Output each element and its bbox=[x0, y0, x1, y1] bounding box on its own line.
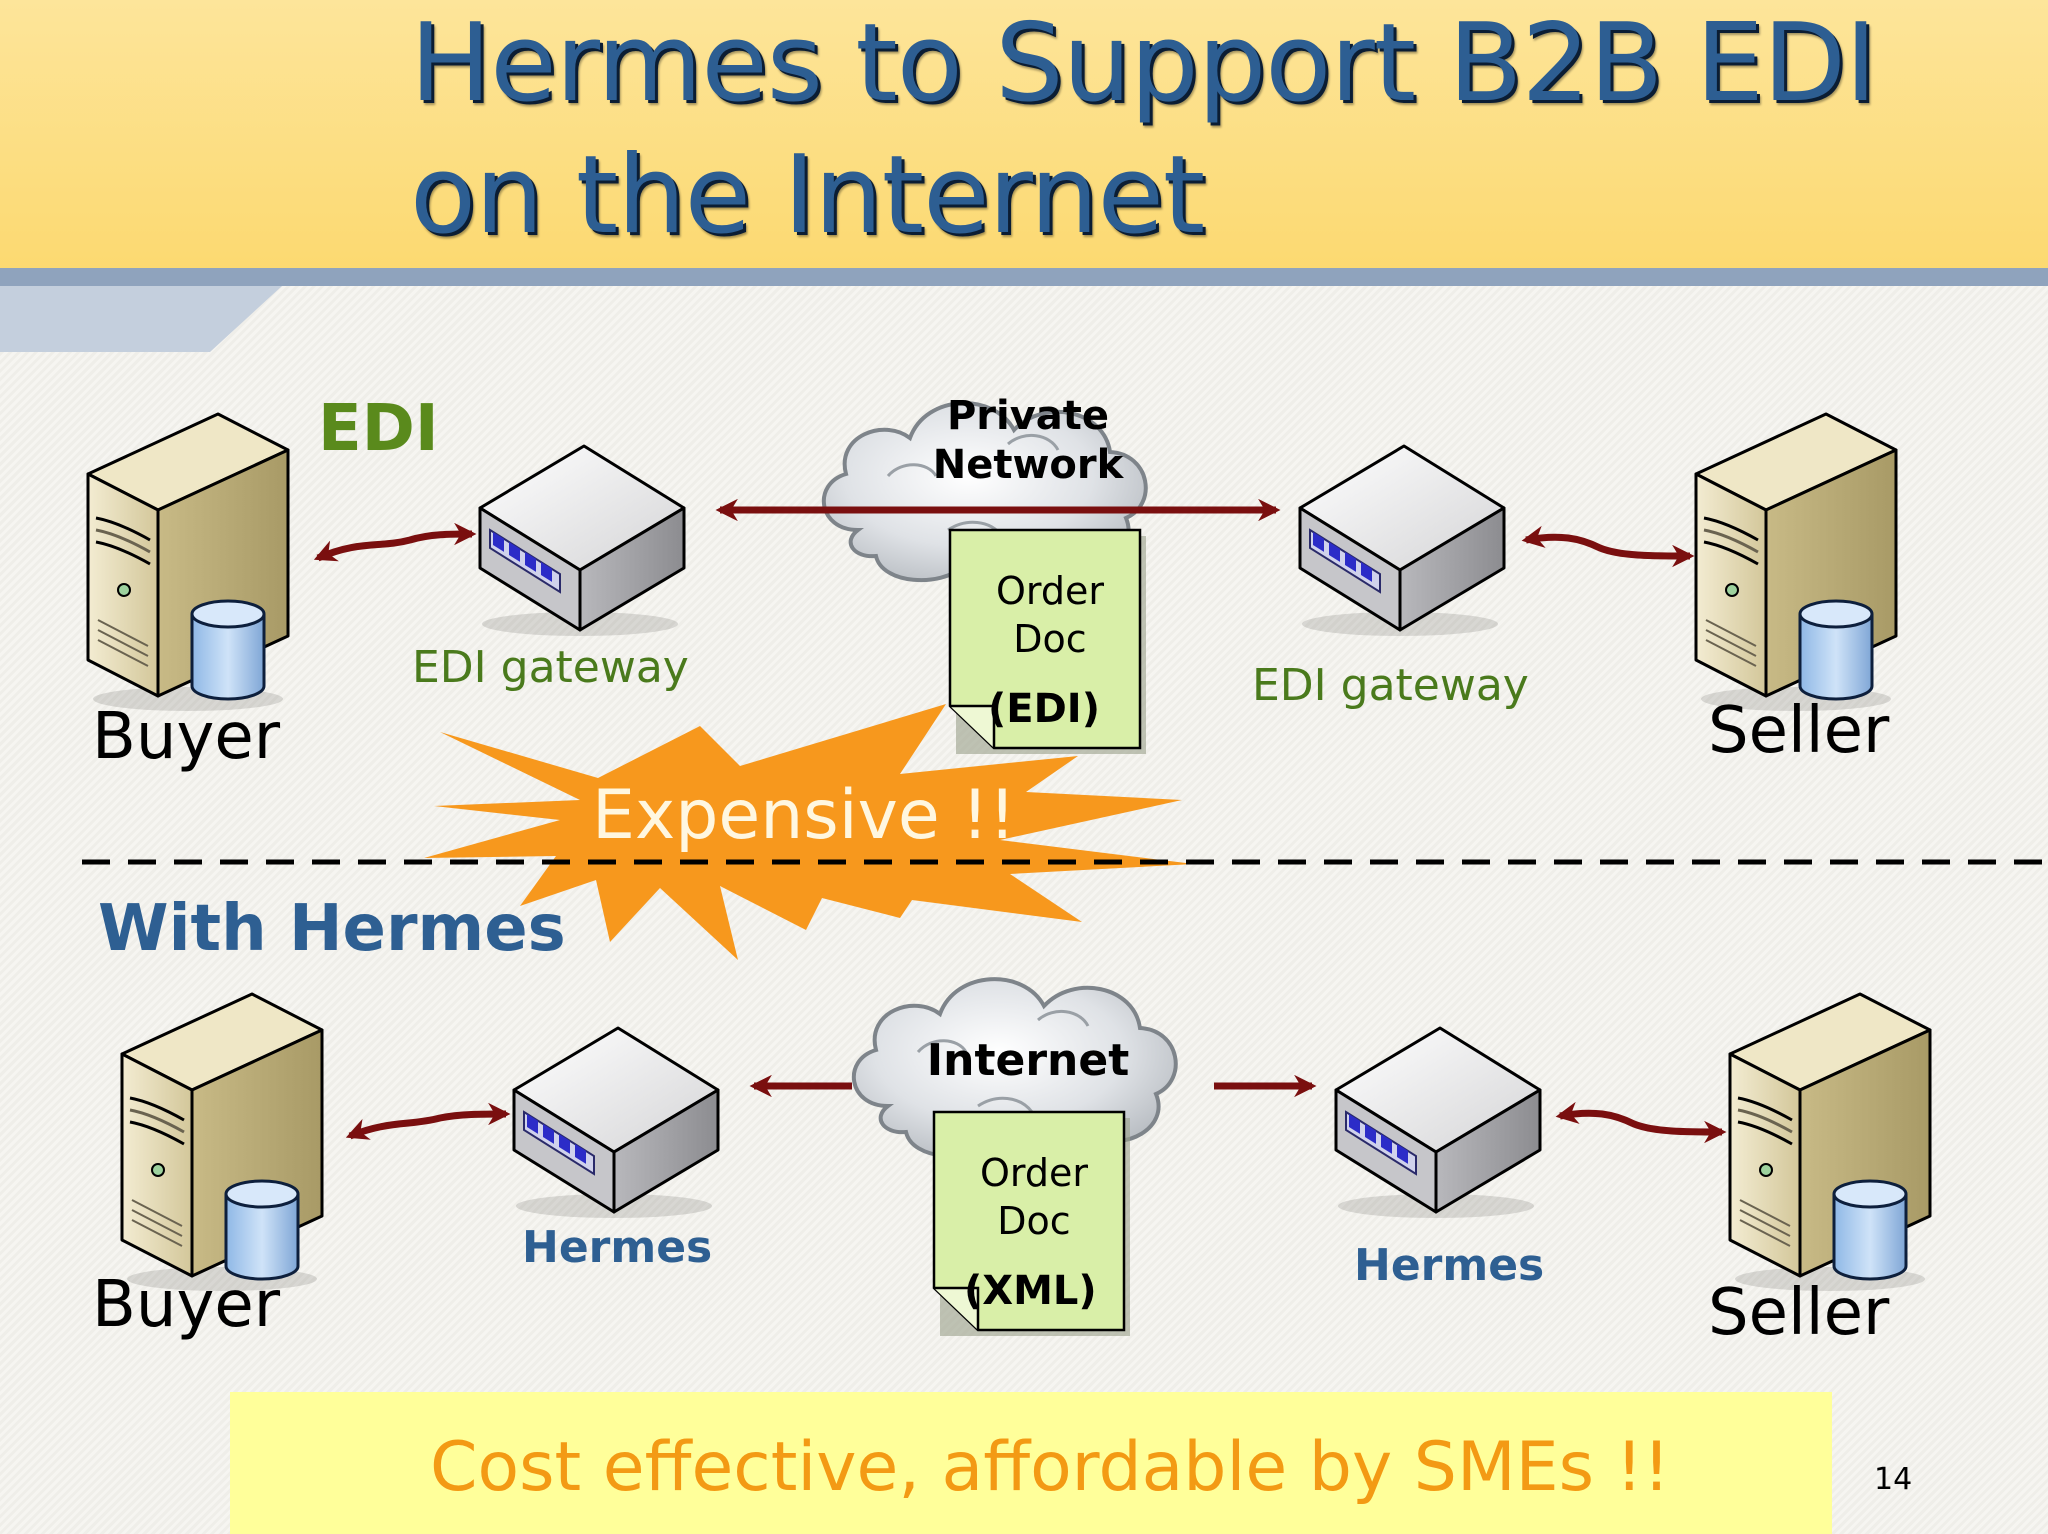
xml-doc-format: (XML) bbox=[964, 1268, 1097, 1314]
seller-server-icon bbox=[1694, 412, 1898, 713]
private-network-line-1: Private bbox=[946, 393, 1110, 439]
private-network-label: Private Network bbox=[900, 392, 1156, 490]
hermes-gateway-left-icon bbox=[512, 1026, 720, 1220]
xml-doc-label: Order Doc bbox=[944, 1150, 1124, 1245]
hermes-gateway-right-icon bbox=[1334, 1026, 1542, 1220]
title-accent-wedge bbox=[0, 286, 282, 352]
xml-doc-line-2: Doc bbox=[997, 1198, 1071, 1243]
private-network-line-2: Network bbox=[932, 441, 1124, 488]
xml-doc-line-1: Order bbox=[980, 1151, 1088, 1195]
buyer-server-icon-2 bbox=[120, 992, 324, 1293]
buyer-label: Buyer bbox=[92, 700, 281, 774]
title-divider bbox=[0, 268, 2048, 286]
seller-label-2: Seller bbox=[1708, 1276, 1890, 1350]
with-hermes-section-label: With Hermes bbox=[98, 892, 566, 966]
buyer-to-hermes-arrow bbox=[345, 1102, 511, 1140]
edi-doc-format: (EDI) bbox=[988, 686, 1100, 732]
footer-text: Cost effective, affordable by SMEs !! bbox=[430, 1428, 1671, 1507]
buyer-label-2: Buyer bbox=[92, 1268, 281, 1342]
edi-doc-line-2: Doc bbox=[1013, 616, 1087, 661]
expensive-callout: Expensive !! bbox=[592, 776, 1016, 855]
internet-label: Internet bbox=[926, 1035, 1130, 1086]
expensive-starburst bbox=[424, 704, 1194, 960]
edi-section-label: EDI bbox=[318, 392, 439, 466]
hermes-left-label: Hermes bbox=[522, 1222, 713, 1273]
slide-title-line-1: Hermes to Support B2B EDI bbox=[410, 1, 1877, 126]
hermes-to-seller-arrow bbox=[1555, 1101, 1727, 1144]
hermes-right-label: Hermes bbox=[1354, 1240, 1545, 1291]
edi-gateway-left-icon bbox=[478, 444, 686, 638]
slide-title-line-2: on the Internet bbox=[410, 133, 1205, 258]
edi-gateway-left-label: EDI gateway bbox=[412, 642, 689, 693]
edi-gateway-right-icon bbox=[1298, 444, 1506, 638]
seller-label: Seller bbox=[1708, 694, 1890, 768]
title-band bbox=[0, 0, 2048, 268]
footer-band bbox=[230, 1392, 1832, 1534]
buyer-server-icon bbox=[86, 412, 290, 713]
gateway-to-seller-arrow bbox=[1521, 525, 1695, 568]
page-number: 14 bbox=[1874, 1462, 1913, 1497]
edi-gateway-right-label: EDI gateway bbox=[1252, 660, 1529, 711]
buyer-to-gateway-arrow bbox=[313, 522, 477, 562]
edi-doc-label: Order Doc bbox=[960, 568, 1140, 663]
edi-doc-line-1: Order bbox=[996, 569, 1104, 613]
seller-server-icon-2 bbox=[1728, 992, 1932, 1293]
